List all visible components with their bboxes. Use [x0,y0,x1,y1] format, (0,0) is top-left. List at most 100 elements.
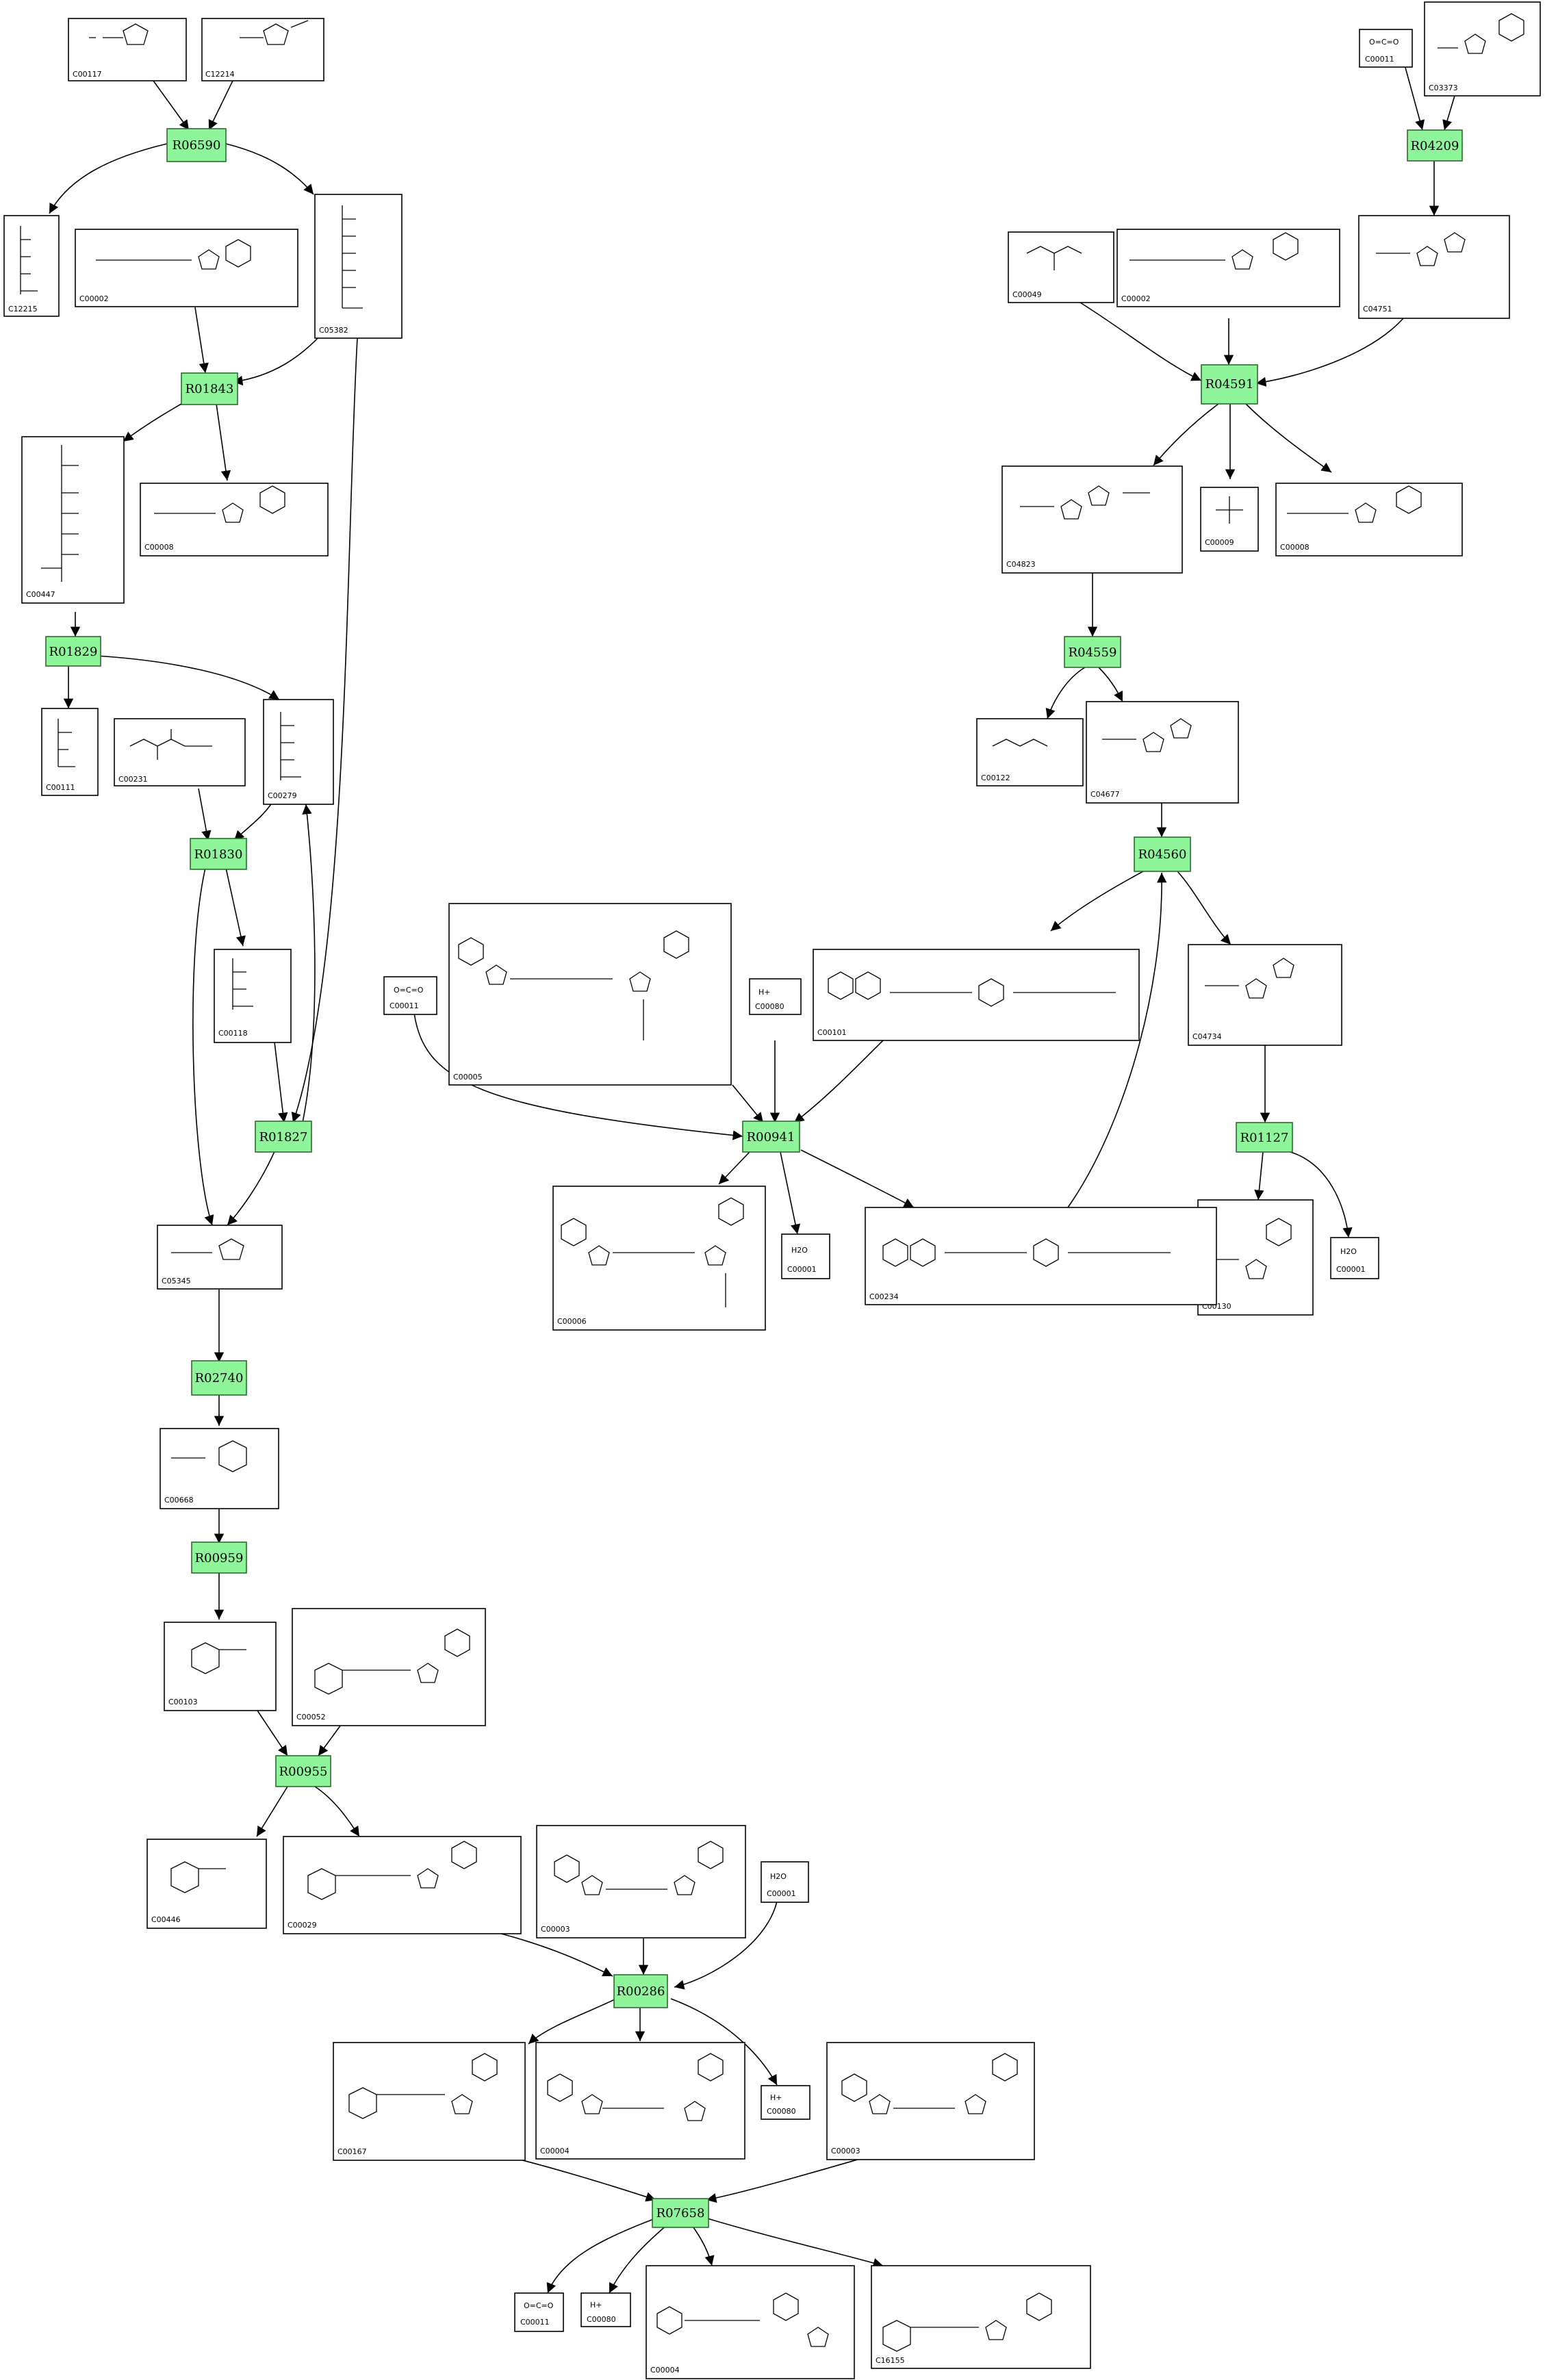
compound-id: C00004 [650,2366,680,2375]
reaction-R04209[interactable]: R04209 [1407,129,1463,162]
compound-C00446[interactable]: C00446 [146,1839,267,1929]
compound-C00052[interactable]: C00052 [292,1608,486,1726]
compound-C00002-right[interactable]: C00002 [1116,229,1340,307]
compound-C00011-top[interactable]: O=C=O C00011 [1359,29,1413,68]
reaction-R01827[interactable]: R01827 [255,1121,312,1153]
compound-C00029[interactable]: C00029 [283,1836,522,1934]
edge [1442,95,1455,131]
edge [546,2217,658,2294]
structure-drawing [554,1841,724,1895]
compound-C12215[interactable]: C12215 [3,215,60,317]
structure-drawing [96,239,251,270]
compound-C00111[interactable]: C00111 [41,708,99,796]
compound-id: C00231 [118,775,148,784]
compound-id: C00447 [26,590,55,599]
compound-id: C00118 [218,1029,248,1038]
reaction-R02740[interactable]: R02740 [191,1360,247,1396]
edge [256,1786,288,1837]
compound-C05345[interactable]: C05345 [157,1225,283,1290]
reaction-label: R04559 [1069,645,1117,660]
compound-C16155[interactable]: C16155 [871,2265,1091,2369]
edge [95,655,280,700]
compound-C04734[interactable]: C04734 [1188,944,1342,1046]
structure-drawing [1216,496,1243,524]
compound-C00234[interactable]: C00234 [865,1207,1217,1305]
compound-C00167[interactable]: C00167 [333,2042,526,2161]
structure-drawing [89,23,149,45]
reaction-label: R04209 [1411,139,1459,153]
reaction-R01127[interactable]: R01127 [1236,1122,1293,1153]
compound-C00668[interactable]: C00668 [159,1428,279,1509]
compound-C00130[interactable]: C00130 [1197,1199,1314,1316]
compound-C00004-bottom[interactable]: C00004 [646,2265,855,2379]
compound-C04677[interactable]: C04677 [1086,701,1239,804]
reaction-R04560[interactable]: R04560 [1134,836,1191,872]
compound-C00008[interactable]: C00008 [140,483,329,556]
reaction-label: R01843 [186,382,234,396]
compound-C04751[interactable]: C04751 [1358,215,1510,319]
structure-drawing [129,729,212,760]
edge [123,403,182,442]
structure-drawing [458,930,689,1040]
compound-C00231[interactable]: C00231 [114,718,246,786]
reaction-R01829[interactable]: R01829 [45,636,101,667]
compound-C00001[interactable]: H2O C00001 [761,1861,809,1903]
compound-id: C05345 [162,1277,191,1285]
compound-C00447[interactable]: C00447 [21,436,125,604]
compound-C00080[interactable]: H+ C00080 [761,2085,810,2120]
structure-drawing [240,20,309,45]
reaction-R04591[interactable]: R04591 [1201,364,1258,405]
reaction-R01830[interactable]: R01830 [190,838,247,870]
compound-id: C00003 [541,1925,570,1934]
compound-C00080-bottom[interactable]: H+ C00080 [580,2292,631,2327]
formula: O=C=O [1369,38,1399,47]
compound-C00011-mid[interactable]: O=C=O C00011 [383,976,437,1015]
compound-C00101[interactable]: C00101 [813,949,1140,1041]
compound-C00009[interactable]: C00009 [1200,487,1259,552]
compound-C00001-mid[interactable]: H2O C00001 [781,1233,830,1279]
compound-C00011-bottom[interactable]: O=C=O C00011 [514,2292,564,2332]
compound-C00279[interactable]: C00279 [263,699,334,805]
compound-C04823[interactable]: C04823 [1001,465,1183,574]
compound-id: C00279 [268,791,297,800]
reaction-R06590[interactable]: R06590 [166,128,227,162]
compound-C12214[interactable]: C12214 [201,18,324,81]
compound-C00005[interactable]: C00005 [448,903,732,1086]
compound-C00103[interactable]: C00103 [164,1622,277,1711]
compound-id: C00008 [144,543,174,552]
reaction-R07658[interactable]: R07658 [652,2198,709,2228]
reaction-R00941[interactable]: R00941 [742,1121,800,1153]
compound-C00006[interactable]: C00006 [552,1186,766,1331]
compound-C00117[interactable]: C00117 [68,18,187,81]
compound-C00122[interactable]: C00122 [976,718,1084,786]
edge [413,1012,743,1140]
compound-C03373[interactable]: C03373 [1424,1,1541,97]
compound-C00004-mid[interactable]: C00004 [535,2042,745,2160]
reaction-R00286[interactable]: R00286 [613,1974,668,2008]
reaction-R01843[interactable]: R01843 [181,372,238,405]
edge [670,1998,778,2086]
compound-id: C00004 [540,2147,570,2155]
compound-id: C04677 [1090,790,1120,799]
edge [1404,64,1425,131]
formula: H+ [758,988,771,997]
reaction-R00955[interactable]: R00955 [275,1755,331,1787]
compound-id: C04751 [1363,305,1392,314]
compound-C00118[interactable]: C00118 [214,949,292,1043]
compound-C00003-right[interactable]: C00003 [826,2042,1035,2160]
structure-drawing [20,226,38,294]
compound-C00008-right[interactable]: C00008 [1275,483,1463,556]
reaction-label: R04560 [1138,847,1187,862]
compound-id: C00446 [151,1915,181,1924]
reaction-R04559[interactable]: R04559 [1064,636,1121,668]
compound-C00001-right[interactable]: H2O C00001 [1330,1237,1379,1279]
compound-C00049[interactable]: C00049 [1008,231,1114,303]
compound-C00003-mid[interactable]: C00003 [536,1825,746,1938]
compound-C00080-mid[interactable]: H+ C00080 [749,978,802,1015]
reaction-R00959[interactable]: R00959 [191,1541,247,1574]
structure-drawing [561,1197,744,1307]
edge [704,2217,884,2268]
compound-C05382[interactable]: C05382 [314,194,403,339]
compound-C00002[interactable]: C00002 [75,229,298,307]
